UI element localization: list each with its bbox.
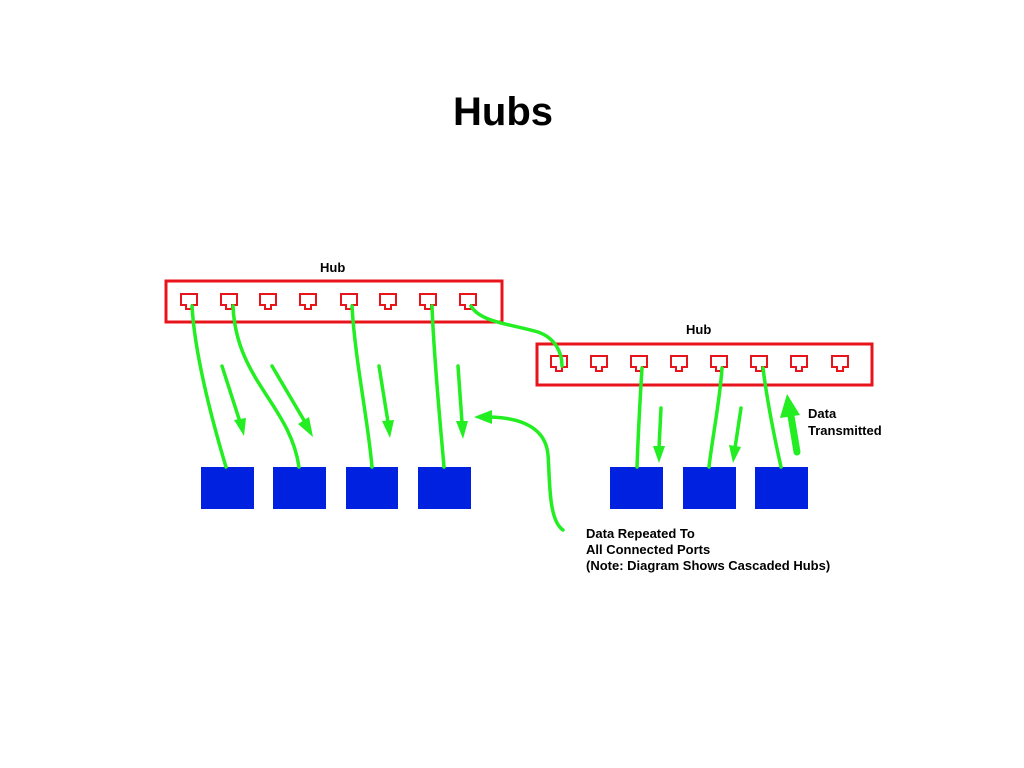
cable-right-2: [707, 366, 724, 469]
hub-right: [535, 342, 874, 387]
arrow-shaft-5: [657, 406, 663, 450]
cable-uplink: [469, 304, 564, 368]
cable-right-1: [635, 366, 644, 469]
arrow-heads: [234, 410, 741, 463]
arrow-head-2: [298, 417, 313, 437]
data-transmitted-line-1: Data: [808, 406, 837, 421]
cable-left-1: [190, 304, 228, 469]
host-5: [610, 467, 663, 509]
host-6: [683, 467, 736, 509]
host-3: [346, 467, 398, 509]
data-transmitted-line-2: Transmitted: [808, 423, 882, 438]
arrow-shaft-1: [220, 364, 242, 424]
arrow-head-1: [234, 418, 246, 436]
arrow-shaft-2: [270, 364, 307, 424]
arrow-head-5: [653, 446, 665, 463]
data-repeated-line-1: Data Repeated To: [586, 526, 695, 541]
data-transmitted-arrow-head: [780, 394, 800, 418]
cable-left-4: [430, 304, 446, 469]
data-repeated-line-2: All Connected Ports: [586, 542, 710, 557]
arrow-head-4: [456, 421, 468, 439]
cables: [190, 304, 783, 469]
cable-left-2: [231, 304, 301, 469]
data-transmitted-arrow-shaft: [787, 412, 801, 456]
hub-right-label: Hub: [686, 322, 711, 337]
data-repeated-line-3: (Note: Diagram Shows Cascaded Hubs): [586, 558, 830, 573]
cable-left-3: [350, 304, 374, 469]
arrow-shaft-4: [456, 364, 464, 424]
arrow-head-callout: [474, 410, 492, 424]
host-4: [418, 467, 471, 509]
host-7: [755, 467, 808, 509]
hub-left-label: Hub: [320, 260, 345, 275]
slide-title: Hubs: [453, 90, 553, 134]
hub-left: [164, 279, 504, 324]
data-arrows: [220, 364, 743, 532]
arrow-shaft-6: [733, 406, 743, 450]
arrow-head-3: [382, 420, 394, 438]
data-transmitted-label: Data Transmitted: [808, 406, 882, 438]
host-1: [201, 467, 254, 509]
callout-curve: [488, 415, 565, 532]
data-repeated-label: Data Repeated To All Connected Ports (No…: [586, 526, 830, 573]
cable-right-3: [761, 366, 783, 469]
arrow-head-6: [729, 445, 741, 463]
hosts: [201, 467, 808, 509]
arrow-shaft-3: [377, 364, 390, 424]
host-2: [273, 467, 326, 509]
